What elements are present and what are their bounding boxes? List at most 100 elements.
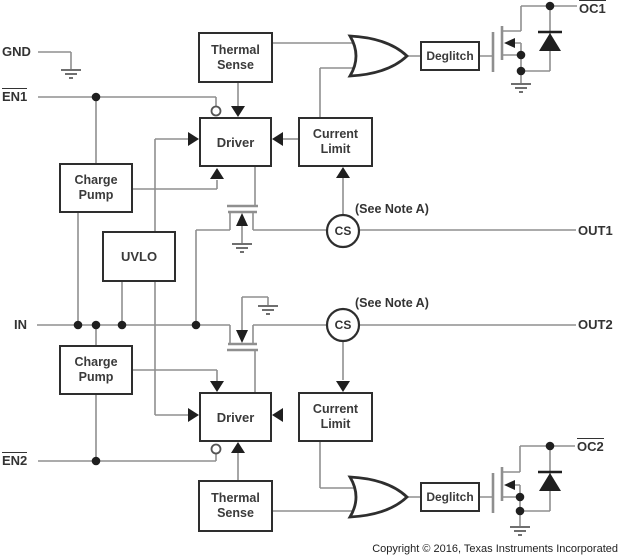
- wire-cl1-or1: [319, 67, 357, 117]
- junction-en1: [91, 92, 101, 102]
- block-label: Thermal: [211, 491, 260, 505]
- arrow-cp2-driver2: [210, 381, 224, 392]
- wire-en1: [38, 96, 217, 163]
- wire-en2: [38, 395, 217, 462]
- junction-oc2-source-2: [515, 506, 525, 516]
- mosfet-oc1: [491, 6, 522, 84]
- block-thermal-sense-2: Thermal Sense: [198, 480, 273, 532]
- cs-label-2: CS: [334, 318, 352, 332]
- inverter-bubble-en2: [210, 443, 222, 455]
- block-thermal-sense-1: Thermal Sense: [198, 32, 273, 83]
- block-label: Driver: [216, 134, 255, 150]
- pin-label-out1: OUT1: [578, 223, 613, 238]
- junction-in-2: [91, 320, 101, 330]
- diode-oc2-triangle: [539, 473, 561, 491]
- block-current-limit-1: Current Limit: [298, 117, 373, 167]
- arrow-cl2-driver2: [272, 408, 283, 422]
- block-uvlo: UVLO: [102, 231, 176, 282]
- mosfet-out2: [227, 296, 269, 352]
- pin-label-oc2-text: OC2: [577, 438, 604, 454]
- junction-oc1-source-2: [516, 66, 526, 76]
- ground-mosfet2-icon: [258, 305, 278, 315]
- block-label: Pump: [78, 188, 114, 202]
- or-gate-2: [347, 475, 410, 519]
- note-a-2: (See Note A): [355, 296, 429, 310]
- junction-in-1: [73, 320, 83, 330]
- inverter-bubble-en1: [210, 105, 222, 117]
- arrow-cs2-cl2: [336, 381, 350, 392]
- pin-label-in: IN: [14, 317, 27, 332]
- cs-label-1: CS: [334, 224, 352, 238]
- block-label: Limit: [320, 142, 351, 156]
- block-deglitch-1: Deglitch: [420, 41, 480, 71]
- arrowheads: [188, 38, 515, 490]
- block-label: Driver: [216, 409, 255, 425]
- cs-circle-1: [325, 213, 361, 249]
- pin-label-oc1-text: OC1: [579, 0, 606, 16]
- wire-cl2-or2: [319, 442, 357, 489]
- note-a-1: (See Note A): [355, 202, 429, 216]
- junction-dots: [73, 1, 555, 516]
- signal-wires: [37, 5, 577, 512]
- block-label: Current: [312, 127, 359, 141]
- mosfet-oc2: [491, 446, 521, 527]
- junction-oc1: [545, 1, 555, 11]
- arrow-cl1-driver1: [272, 132, 283, 146]
- pin-label-oc1: OC1: [579, 0, 606, 16]
- wire-gnd: [38, 51, 72, 70]
- pin-label-oc2: OC2: [577, 438, 604, 454]
- ground-symbols: [61, 69, 531, 536]
- block-label: UVLO: [120, 249, 158, 264]
- pin-label-en2: EN2: [2, 452, 28, 468]
- mosfet-out1-leads: [229, 212, 254, 244]
- pin-label-en2-text: EN2: [2, 452, 28, 468]
- block-deglitch-2: Deglitch: [420, 482, 480, 512]
- junction-in-4: [191, 320, 201, 330]
- junction-oc2-source-1: [515, 492, 525, 502]
- arrow-ts1-driver1: [231, 106, 245, 117]
- mosfet-out1: [227, 204, 258, 244]
- block-label: Deglitch: [426, 48, 474, 63]
- pin-label-en1: EN1: [2, 88, 28, 104]
- pin-label-out2: OUT2: [578, 317, 613, 332]
- block-driver-2: Driver: [199, 392, 272, 442]
- arrow-ts2-driver2: [231, 442, 245, 453]
- diode-oc2: [538, 470, 562, 491]
- block-current-limit-2: Current Limit: [298, 392, 373, 442]
- diode-oc1: [538, 30, 562, 51]
- arrow-uvlo-driver2: [188, 408, 199, 422]
- wire-diode2: [520, 446, 551, 512]
- arrow-mosfet2-body: [236, 330, 248, 343]
- ground-gnd-pin-icon: [61, 69, 81, 79]
- block-charge-pump-1: Charge Pump: [59, 163, 133, 213]
- ground-oc2-icon: [510, 526, 530, 536]
- block-label: Limit: [320, 417, 351, 431]
- arrow-oc1-body: [504, 38, 515, 48]
- ground-mosfet1-icon: [232, 243, 252, 253]
- arrow-uvlo-driver1: [188, 132, 199, 146]
- junction-en2: [91, 456, 101, 466]
- ground-oc1-icon: [511, 83, 531, 93]
- mosfet-out2-leads: [229, 296, 269, 344]
- wire-cp2-driver2: [133, 369, 218, 381]
- block-label: Current: [312, 402, 359, 416]
- copyright-text: Copyright © 2016, Texas Instruments Inco…: [372, 543, 618, 555]
- arrow-cs1-cl1: [336, 167, 350, 178]
- junction-oc1-source-1: [516, 50, 526, 60]
- block-label: Deglitch: [426, 489, 474, 504]
- block-label: Charge: [74, 355, 118, 369]
- arrow-cp1-driver1: [210, 168, 224, 179]
- block-label: Sense: [217, 506, 254, 520]
- arrow-oc2-body: [504, 480, 515, 490]
- pin-label-en1-text: EN1: [2, 88, 28, 104]
- junction-oc2: [545, 441, 555, 451]
- wire-out1: [195, 229, 576, 325]
- pin-label-gnd: GND: [2, 44, 31, 59]
- or-gate-1: [347, 34, 410, 78]
- block-charge-pump-2: Charge Pump: [59, 345, 133, 395]
- wire-diode1: [521, 6, 551, 72]
- block-driver-1: Driver: [199, 117, 272, 167]
- arrow-mosfet1-body: [236, 213, 248, 226]
